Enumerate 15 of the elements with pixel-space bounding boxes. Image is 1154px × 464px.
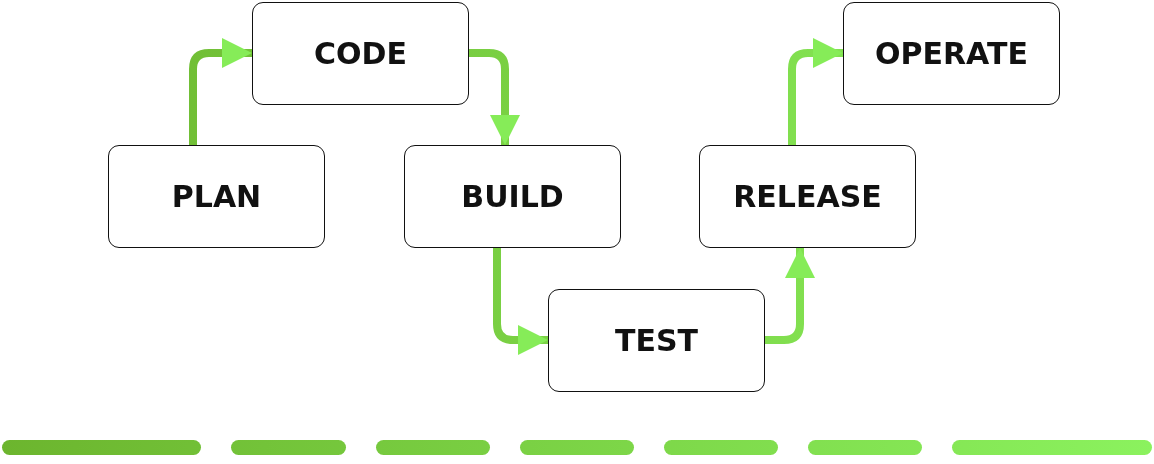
arrow: [189, 38, 252, 145]
stage-box: [699, 145, 916, 248]
stage-label: BUILD: [461, 179, 564, 214]
stage-label: PLAN: [171, 179, 262, 214]
stage-label: TEST: [615, 323, 698, 358]
arrow: [493, 248, 548, 355]
stage-box: [252, 2, 469, 105]
stage-box: [843, 2, 1060, 105]
stage-box: [108, 145, 325, 248]
stage-box: [404, 145, 621, 248]
stage-box: [548, 289, 765, 392]
stage-label: OPERATE: [875, 36, 1028, 71]
arrow: [788, 38, 843, 145]
stage-label: RELEASE: [733, 179, 882, 214]
stage-label: CODE: [314, 36, 407, 71]
